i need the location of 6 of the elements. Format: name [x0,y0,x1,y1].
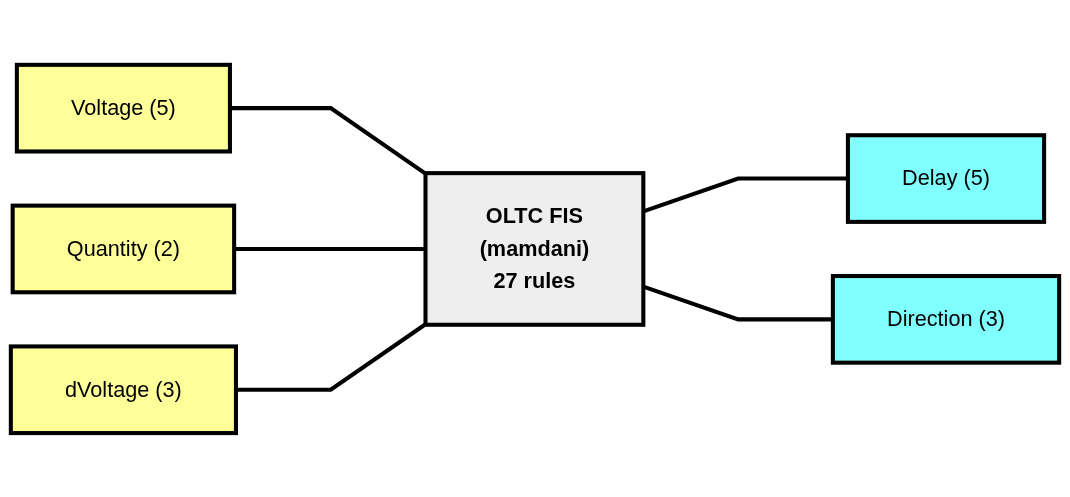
node-box: Voltage (5) [14,62,232,154]
node-box: dVoltage (3) [8,343,238,435]
node-box: Direction (3) [830,273,1062,365]
node-box: OLTC FIS (mamdani) 27 rules [423,170,646,327]
node-box: Quantity (2) [10,203,237,294]
node-box: Delay (5) [845,132,1047,224]
